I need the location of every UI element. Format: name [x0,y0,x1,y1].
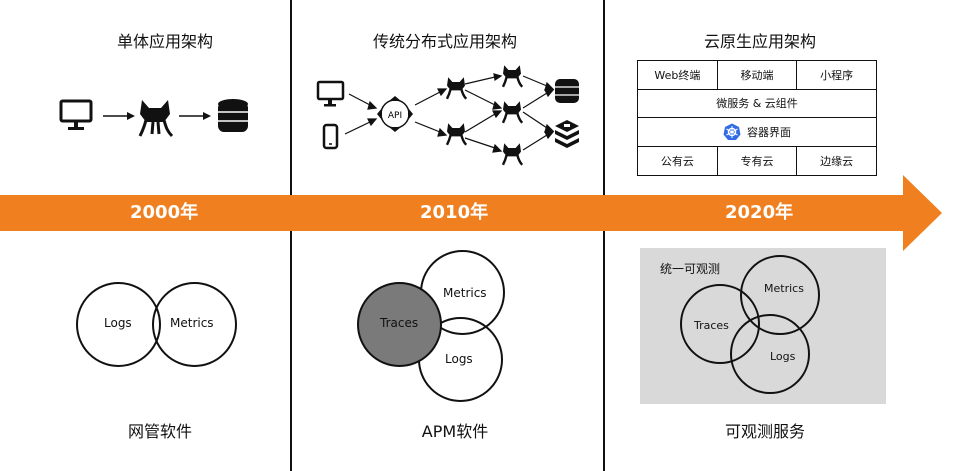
arrow-icon [179,112,211,120]
divider-left [290,0,292,471]
tomcat-icons [445,65,524,166]
monitor-icon [59,99,93,130]
arrow-icon [103,112,135,120]
container-label: 容器界面 [747,125,791,139]
venn2-traces-label: Traces [380,316,419,330]
venn3-metrics-label: Metrics [764,282,804,295]
mobile-cell: 移动端 [718,61,798,89]
venn2-metrics-label: Metrics [443,286,487,300]
monolith-flow [59,99,248,138]
api-gateway-icon: API [377,96,413,132]
connector-arrows [344,73,555,153]
venn1-metrics-circle [152,282,237,367]
divider-right [603,0,605,471]
cloud-native-stack: Web终端 移动端 小程序 微服务 & 云组件 容器界面 公有云 专有云 边缘云 [637,60,877,176]
distributed-flow: API [316,65,579,166]
venn1-metrics-label: Metrics [170,316,214,330]
container-cell: 容器界面 [638,118,876,146]
tomcat-icon [501,65,524,88]
venn3-traces-label: Traces [694,319,729,332]
tomcat-icon [501,143,524,166]
era-title-distributed: 传统分布式应用架构 [372,32,517,51]
phone-icon [322,123,339,150]
unified-observability-title: 统一可观测 [660,262,721,276]
venn3-logs-circle [730,314,810,394]
tomcat-icon [138,100,174,138]
year-2020: 2020年 [725,202,794,223]
redis-icon [555,120,579,148]
venn2-traces-circle [357,282,442,367]
year-2000: 2000年 [130,202,199,223]
database-icon [218,99,248,132]
kubernetes-icon [723,123,741,140]
year-2010: 2010年 [420,202,489,223]
tomcat-icon [445,77,468,100]
tomcat-icon [445,123,468,146]
public-cloud-cell: 公有云 [638,146,718,175]
database-icon [555,79,579,103]
monitor-icon [316,80,345,107]
venn1-logs-label: Logs [104,316,132,330]
api-label: API [388,111,402,121]
bottom-label-nms: 网管软件 [127,422,192,441]
era-title-cloud-native: 云原生应用架构 [703,32,816,51]
timeline-arrow [0,175,942,251]
private-cloud-cell: 专有云 [718,146,798,175]
venn3-logs-label: Logs [770,350,796,363]
venn2-logs-label: Logs [445,352,473,366]
bottom-label-apm: APM软件 [421,422,489,441]
bottom-label-observability: 可观测服务 [724,422,805,441]
web-terminal-cell: Web终端 [638,61,718,89]
edge-cloud-cell: 边缘云 [820,154,854,168]
mini-program-cell: 小程序 [820,68,854,82]
era-title-monolith: 单体应用架构 [116,32,213,51]
tomcat-icon [501,101,524,124]
microservices-cell: 微服务 & 云组件 [716,97,798,111]
